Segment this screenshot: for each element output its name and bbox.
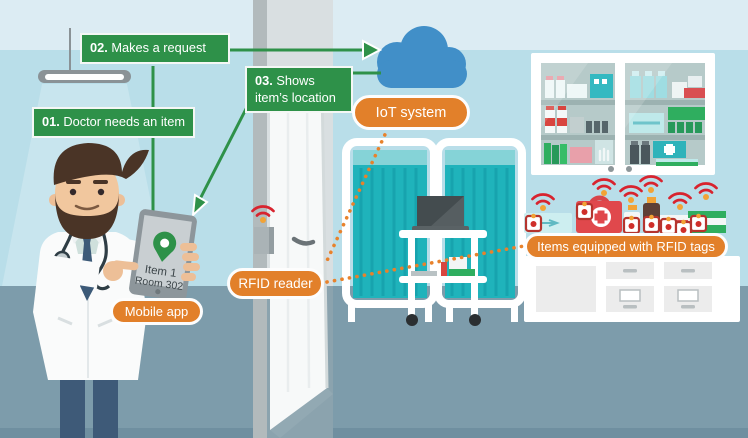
rfid-tag-icon <box>524 212 543 233</box>
step-text: Shows item’s location <box>255 73 336 105</box>
hair <box>53 143 149 185</box>
laptop <box>412 196 469 232</box>
pointing-hand <box>40 254 139 288</box>
holding-hand <box>180 243 200 281</box>
step-3-label: 03. Shows item’s location <box>245 66 353 113</box>
rfid-tagged-items <box>524 175 726 239</box>
flow-connectors <box>151 39 383 222</box>
floor-edge-strip <box>0 428 748 438</box>
rfid-tag-icon <box>642 213 661 234</box>
cart-wheel <box>469 314 481 326</box>
step-2-label: 02. Makes a request <box>80 33 230 64</box>
cabinet-knob <box>626 166 632 172</box>
rfid-reader-callout: RFID reader <box>227 268 324 299</box>
rfid-tag-icon <box>659 215 678 236</box>
step-1-label: 01. Doctor needs an item <box>32 107 195 138</box>
mobile-app-callout: Mobile app <box>110 298 203 325</box>
doctor: Item 1 Room 302 <box>33 143 200 438</box>
rfid-tag-icon <box>689 212 708 233</box>
dotted-connectors <box>323 126 526 284</box>
medicine-cabinet <box>531 53 715 175</box>
rfid-tag-icon <box>622 214 641 235</box>
counter-door <box>536 266 596 312</box>
arrow-to-tablet <box>191 193 209 218</box>
rfid-reader-device <box>251 205 275 254</box>
cart-wheel <box>406 314 418 326</box>
location-pin-icon <box>153 231 177 262</box>
step-text: Makes a request <box>111 40 206 55</box>
tablet-item-text: Item 1 <box>144 264 177 280</box>
door <box>270 85 327 430</box>
rfid-items-callout: Items equipped with RFID tags <box>524 233 728 260</box>
step-text: Doctor needs an item <box>63 114 185 129</box>
cabinet-knob <box>608 166 614 172</box>
rfid-tag-icon <box>575 200 594 221</box>
iot-system-callout: IoT system <box>352 95 470 130</box>
step-number: 02. <box>90 40 108 55</box>
ceiling-lamp <box>38 28 131 83</box>
step-number: 01. <box>42 114 60 129</box>
doctor-head <box>49 143 149 239</box>
tray <box>411 271 437 276</box>
supply-counter <box>524 256 740 322</box>
beard <box>55 192 119 239</box>
door-handle <box>291 236 316 246</box>
cloud-icon <box>377 26 467 88</box>
tablet: Item 1 Room 302 <box>129 209 197 301</box>
arrow-to-cloud <box>362 39 383 61</box>
step-number: 03. <box>255 73 273 88</box>
laptop-cart <box>399 196 487 326</box>
